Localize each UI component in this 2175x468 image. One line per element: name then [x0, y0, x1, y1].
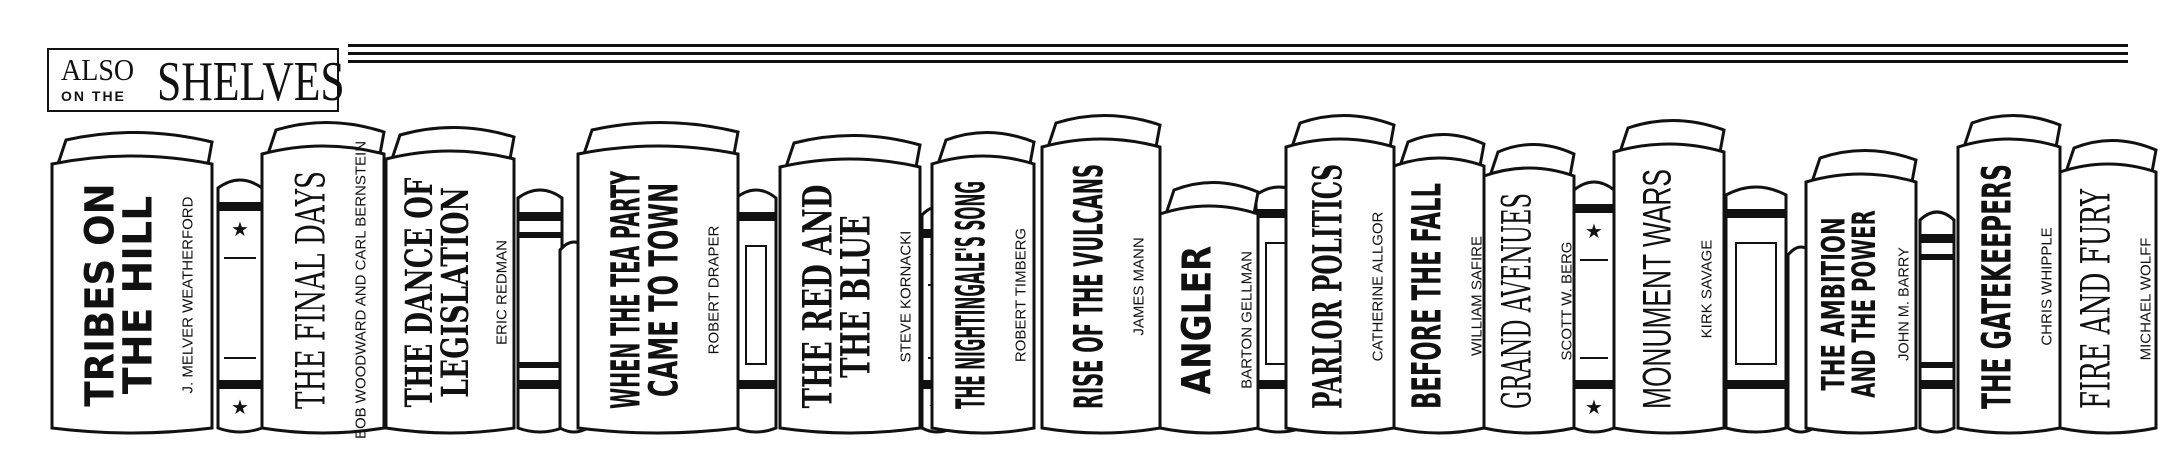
- book-title: CAME TO TOWN: [642, 183, 688, 397]
- book-spine: ANGLER BARTON GELLMAN: [1158, 181, 1260, 435]
- book-author: CHRIS WHIPPLE: [2039, 227, 2056, 345]
- book-title: THE GATEKEEPERS: [1975, 164, 2021, 409]
- book-spine: BEFORE THE FALL WILLIAM SAFIRE: [1392, 132, 1486, 435]
- header-shelves: SHELVES: [157, 51, 345, 113]
- header-also: ALSO: [61, 53, 135, 88]
- book-author: MICHAEL WOLFF: [2138, 238, 2155, 361]
- book-author: BOB WOODWARD AND CARL BERNSTEIN: [353, 141, 370, 439]
- svg-text:★: ★: [231, 395, 249, 419]
- book-title: WHEN THE TEA PARTY: [604, 171, 650, 409]
- book-spine: RISE OF THE VULCANS JAMES MANN: [1040, 113, 1162, 435]
- svg-text:★: ★: [1585, 219, 1603, 243]
- book-spine: FIRE AND FURY MICHAEL WOLFF: [2058, 139, 2158, 435]
- book-author: KIRK SAVAGE: [1699, 240, 1716, 339]
- book-title: THE DANCE OF: [397, 177, 441, 407]
- book-title: AND THE POWER: [1845, 210, 1883, 398]
- book-spine: THE NIGHTINGALE'S SONG ROBERT TIMBERG: [930, 131, 1036, 435]
- book-author: J. MELVER WEATHERFORD: [180, 196, 197, 393]
- filler-book-spine: ★★: [216, 178, 264, 434]
- book-title: PARLOR POLITICS: [1305, 164, 1352, 409]
- book-spine: THE GATEKEEPERS CHRIS WHIPPLE: [1956, 114, 2062, 435]
- book-author: WILLIAM SAFIRE: [1469, 236, 1486, 356]
- book-title: MONUMENT WARS: [1636, 169, 1680, 409]
- book-title: ANGLER: [1175, 246, 1221, 395]
- header-rule-2: [348, 52, 2128, 55]
- book-title: RISE OF THE VULCANS: [1067, 164, 1113, 409]
- book-author: STEVE KORNACKI: [898, 231, 915, 363]
- filler-book-spine: [516, 188, 564, 434]
- svg-text:★: ★: [1585, 395, 1603, 419]
- book-title: THE HILL: [116, 196, 162, 394]
- book-title: LEGISLATION: [433, 187, 477, 398]
- book-title: GRAND AVENUES: [1495, 193, 1541, 409]
- book-title: THE RED AND: [795, 185, 842, 409]
- book-title: BEFORE THE FALL: [1405, 183, 1451, 409]
- book-author: SCOTT W. BERG: [1559, 242, 1576, 361]
- filler-book-spine: [1724, 185, 1788, 434]
- book-title: THE AMBITION: [1814, 217, 1852, 390]
- book-author: BARTON GELLMAN: [1239, 251, 1256, 389]
- svg-text:★: ★: [231, 217, 249, 241]
- header-rule-1: [348, 44, 2128, 47]
- filler-book-spine: ★★: [1572, 180, 1616, 434]
- book-author: ROBERT DRAPER: [706, 226, 723, 355]
- book-author: ROBERT TIMBERG: [1013, 228, 1030, 362]
- book-title: THE BLUE: [833, 215, 880, 378]
- filler-book-spine: [734, 188, 778, 434]
- header-rule-3: [348, 60, 2128, 63]
- book-title: TRIBES ON: [78, 183, 124, 406]
- filler-book-spine: [1918, 210, 1956, 434]
- book-title: THE FINAL DAYS: [289, 171, 335, 409]
- book-author: JOHN M. BARRY: [1897, 247, 1913, 361]
- header-on-the: ON THE: [61, 88, 126, 104]
- book-author: CATHERINE ALLGOR: [1370, 211, 1387, 361]
- header-logo: ALSO ON THE SHELVES: [47, 48, 345, 112]
- book-spine: GRAND AVENUES SCOTT W. BERG: [1482, 142, 1576, 435]
- book-title: THE NIGHTINGALE'S SONG: [949, 181, 995, 409]
- book-author: ERIC REDMAN: [494, 240, 511, 345]
- book-spine: THE FINAL DAYS BOB WOODWARD AND CARL BERN…: [260, 120, 386, 439]
- book-author: JAMES MANN: [1131, 237, 1148, 335]
- book-spine: MONUMENT WARS KIRK SAVAGE: [1612, 119, 1726, 435]
- book-spine: PARLOR POLITICS CATHERINE ALLGOR: [1284, 114, 1396, 435]
- book-title: FIRE AND FURY: [2074, 189, 2120, 409]
